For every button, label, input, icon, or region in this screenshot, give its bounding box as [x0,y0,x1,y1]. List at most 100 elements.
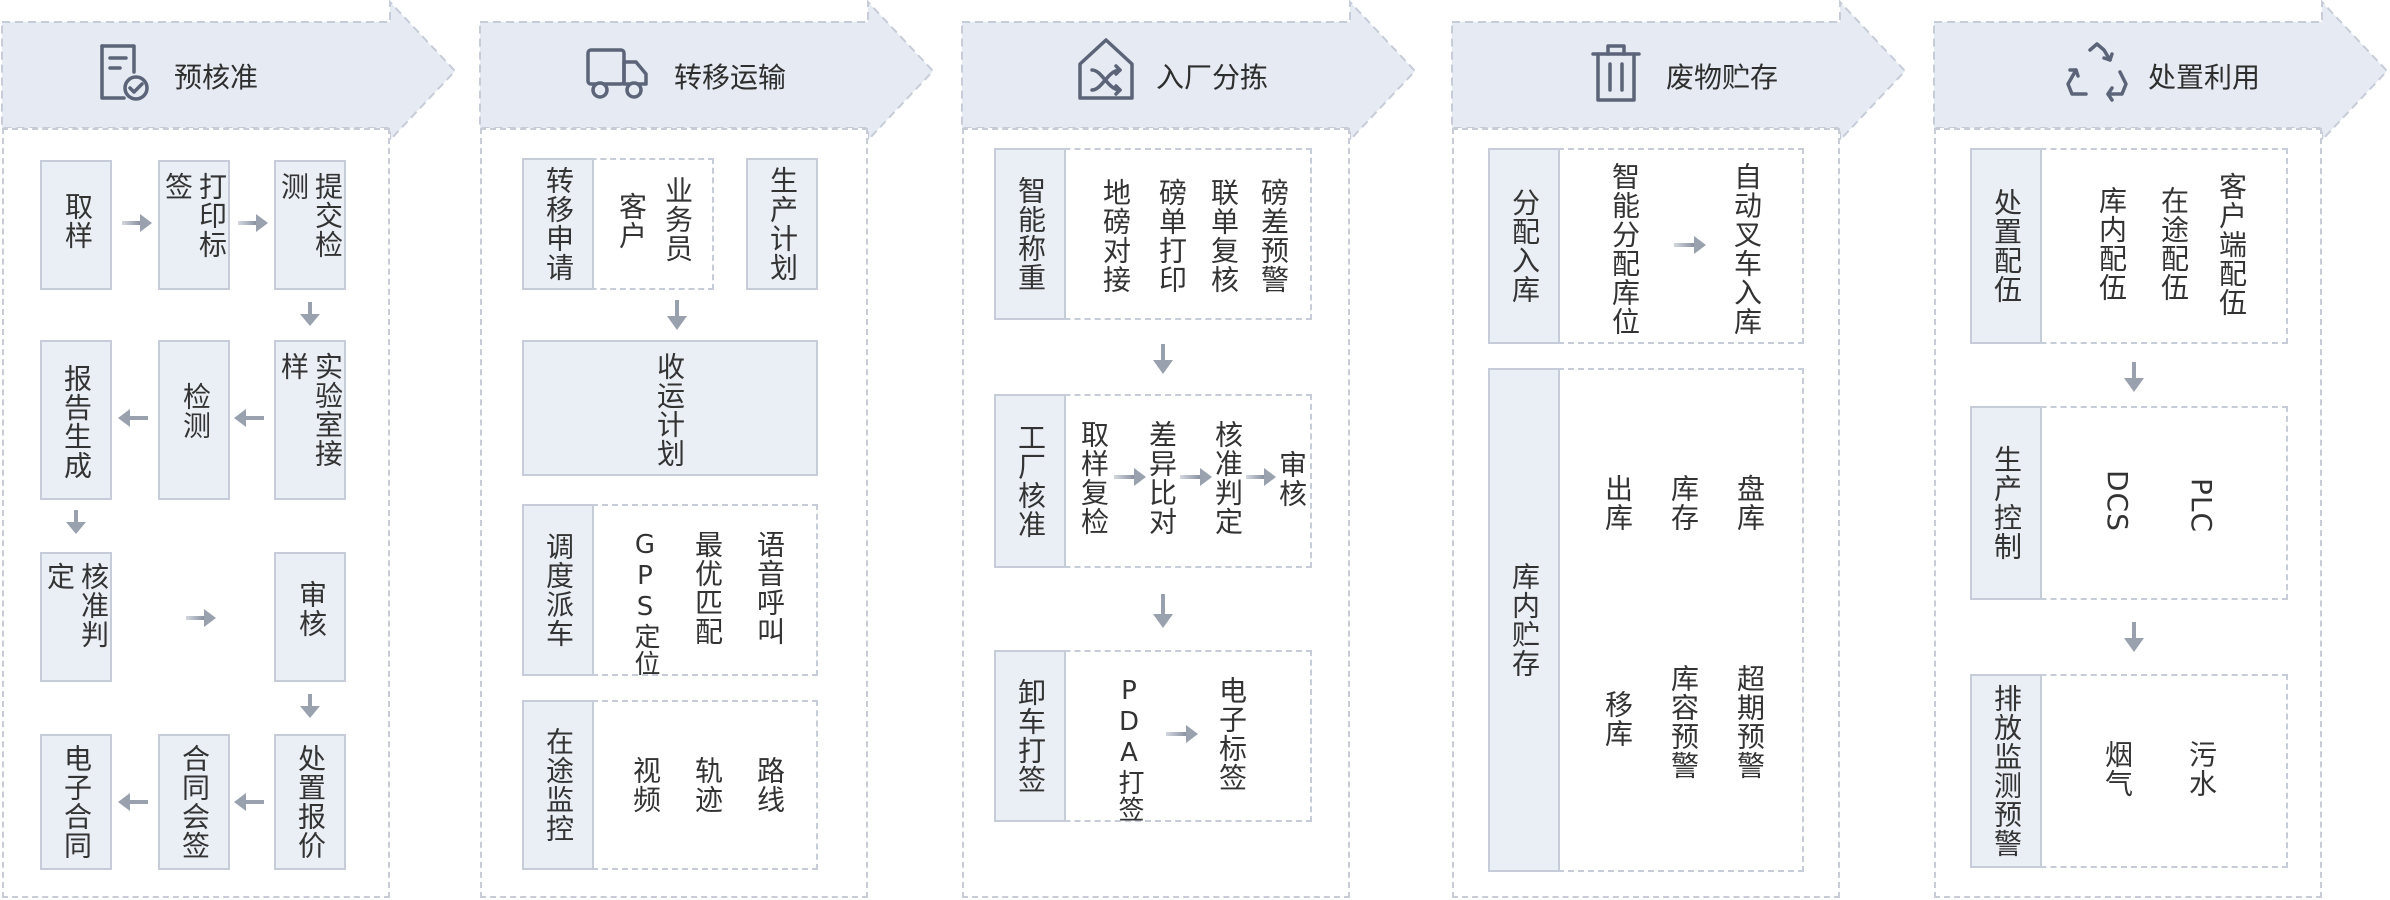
step-box: 生产控制 [1970,406,2042,600]
sub-item: 轨迹 [691,756,724,814]
sub-item: 语音呼叫 [753,530,786,646]
chevron-col1 [1,0,457,143]
column-title: 处置利用 [2148,61,2261,94]
step-label: 生产控制 [1990,445,2023,561]
chevron-col5 [1933,0,2389,143]
sub-item: PLC [2185,478,2218,534]
step-label: 智能称重 [1014,176,1047,292]
step-box: 转移申请 [522,158,594,290]
step-label: 合同会签 [178,744,211,860]
sub-item: 超期预警 [1733,664,1766,780]
sub-item: DCS [2101,470,2134,532]
sub-item: 客户 [615,192,648,250]
column-title: 转移运输 [674,61,787,94]
step-box: 分配入库 [1488,148,1560,344]
sub-item: 差异比对 [1145,420,1178,536]
step-box: 检测 [158,340,230,500]
step-box: 处置配伍 [1970,148,2042,344]
step-box: 打印标签 [158,160,230,290]
step-label: 处置配伍 [1990,188,2023,304]
arrow-left-icon [234,793,264,811]
arrow-down-icon [300,694,320,718]
step-box: 库内贮存 [1488,368,1560,872]
arrow-right-icon [186,609,216,627]
step-box: 智能称重 [994,148,1066,320]
sub-item: 移库 [1601,690,1634,748]
step-box: 取样 [40,160,112,290]
truck-icon [586,48,648,99]
step-label: 调度派车 [542,532,575,648]
document-check-icon [100,44,149,101]
sub-item: 污水 [2185,740,2218,798]
arrow-down-icon [1153,344,1173,374]
sub-item: 路线 [753,756,786,814]
step-label: 卸车打签 [1014,678,1047,794]
sub-item: 库容预警 [1667,664,1700,780]
chevron-col3 [961,0,1417,143]
step-label: 在途监控 [542,727,575,843]
sub-item: 在途配伍 [2157,186,2190,302]
sub-item: 库内配伍 [2095,186,2128,302]
step-box: 提交检测 [274,160,346,290]
arrow-down-icon [667,300,687,330]
arrow-right-icon [1180,468,1212,486]
step-box: 调度派车 [522,504,594,676]
flow-arrows-col1 [66,214,320,811]
step-label: 电子合同 [60,744,93,860]
step-label: 提交检测 [277,172,344,259]
step-label: 报告生成 [60,364,93,480]
column-title: 废物贮存 [1666,61,1779,94]
step-box: 实验室接样 [274,340,346,500]
arrow-left-icon [118,409,148,427]
column-title: 入厂分拣 [1156,61,1269,94]
step-label: 库内贮存 [1508,562,1541,678]
sub-item: 磅单打印 [1155,178,1188,294]
arrow-right-icon [238,214,268,232]
sub-item: 业务员 [661,176,694,263]
step-label: 核准判定 [43,562,110,649]
step-box: 卸车打签 [994,650,1066,822]
step-box: 排放监测预警 [1970,674,2042,868]
arrow-right-icon [1246,468,1276,486]
sub-item: 地磅对接 [1099,178,1132,294]
step-label: 分配入库 [1508,188,1541,304]
step-label: 工厂核准 [1014,423,1047,539]
sub-item: 视频 [629,756,662,814]
step-label: 打印标签 [161,172,228,259]
trash-bin-icon [1591,44,1641,102]
step-box: 收运计划 [522,340,818,476]
sub-item: 磅差预警 [1257,178,1290,294]
arrow-left-icon [234,409,264,427]
flow-arrows-col4 [1674,236,1706,254]
arrow-right-icon [1166,725,1198,743]
arrow-right-icon [1674,236,1706,254]
sub-item: 盘库 [1733,474,1766,532]
sub-item: 库存 [1667,474,1700,532]
arrow-left-icon [118,793,148,811]
factory-shuffle-icon [1078,38,1134,100]
step-box: 审核 [274,552,346,682]
step-box: 处置报价 [274,734,346,870]
step-box: 核准判定 [40,552,112,682]
step-box: 工厂核准 [994,394,1066,568]
sub-item: 最优匹配 [691,530,724,646]
arrow-down-icon [2124,622,2144,652]
arrow-right-icon [1114,468,1146,486]
step-label: 排放监测预警 [1990,684,2023,858]
step-box: 生产计划 [746,158,818,290]
chevron-col2 [479,0,935,143]
arrow-right-icon [122,214,152,232]
flow-arrows-col2 [667,300,687,330]
column-title: 预核准 [174,61,259,94]
step-label: 实验室接样 [277,352,344,468]
sub-item: 取样复检 [1077,420,1110,536]
recycle-icon [2066,42,2128,102]
step-box: 在途监控 [522,700,594,870]
sub-item: 审核 [1275,450,1308,508]
chevron-col4 [1451,0,1907,143]
sub-item: 核准判定 [1211,420,1244,536]
step-box: 电子合同 [40,734,112,870]
arrow-down-icon [1153,594,1173,628]
